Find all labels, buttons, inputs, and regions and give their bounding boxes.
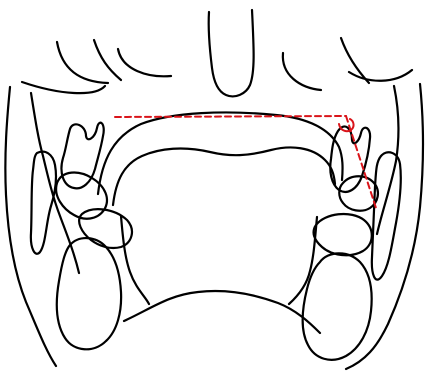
right-lower-tooth [314, 214, 372, 255]
right-condyle [303, 253, 372, 359]
right-inner-side [377, 86, 398, 234]
top-left-cranial-line [118, 49, 171, 76]
top-center-ridge [209, 10, 254, 96]
right-teeth [303, 126, 401, 359]
top-left-arch [57, 42, 108, 83]
left-teeth [31, 123, 132, 350]
bottom-basin [124, 291, 320, 333]
left-condyle [57, 238, 121, 349]
horizontal-reference-line [115, 116, 346, 117]
left-upper-tooth [61, 123, 103, 189]
measurement-overlay [115, 116, 376, 208]
angle-arc [339, 119, 354, 131]
right-lateral-block [372, 152, 401, 279]
left-lateral-block [31, 152, 56, 254]
skull-outline [5, 10, 423, 369]
right-outer-side [346, 84, 423, 369]
mid-basin-left [121, 216, 149, 304]
palate-lower-arch [113, 147, 335, 205]
top-left-ridge [22, 82, 105, 93]
top-left-upper-line [94, 40, 121, 80]
top-right-cranial-line [283, 53, 321, 90]
right-upper-tooth [330, 126, 370, 191]
